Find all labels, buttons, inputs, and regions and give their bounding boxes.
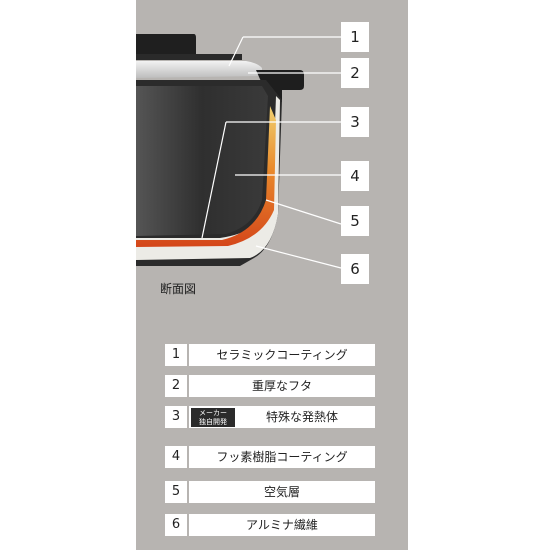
callout-number-5: 5 [341, 206, 369, 236]
leader-line-6 [255, 245, 342, 269]
callout-number-6: 6 [341, 254, 369, 284]
callout-number-1: 1 [341, 22, 369, 52]
lid-knob [136, 34, 196, 55]
legend-label-6: アルミナ繊維 [189, 514, 375, 536]
legend-number-2: 2 [165, 375, 187, 397]
callout-number-3: 3 [341, 107, 369, 137]
legend-label-5: 空気層 [189, 481, 375, 503]
leader-line-5 [265, 199, 342, 225]
legend-label-1: セラミックコーティング [189, 344, 375, 366]
legend-number-1: 1 [165, 344, 187, 366]
diagram-caption: 断面図 [160, 282, 197, 296]
badge-line-1: メーカー [199, 409, 227, 417]
legend-number-6: 6 [165, 514, 187, 536]
in-house-badge: メーカー 独自開発 [191, 408, 235, 427]
lid-rim [136, 54, 242, 60]
badge-line-2: 独自開発 [199, 418, 227, 426]
leader-line-1 [228, 36, 244, 67]
legend-label-4: フッ素樹脂コーティング [189, 446, 375, 468]
leader-line-3 [201, 121, 227, 239]
lid [136, 61, 262, 78]
legend-number-5: 5 [165, 481, 187, 503]
legend-label-3: 特殊な発熱体 [189, 406, 375, 428]
legend-number-4: 4 [165, 446, 187, 468]
callout-number-2: 2 [341, 58, 369, 88]
leader-lines [201, 36, 342, 269]
legend-label-2: 重厚なフタ [189, 375, 375, 397]
inner-pot [136, 86, 268, 236]
legend-number-3: 3 [165, 406, 187, 428]
callout-number-4: 4 [341, 161, 369, 191]
